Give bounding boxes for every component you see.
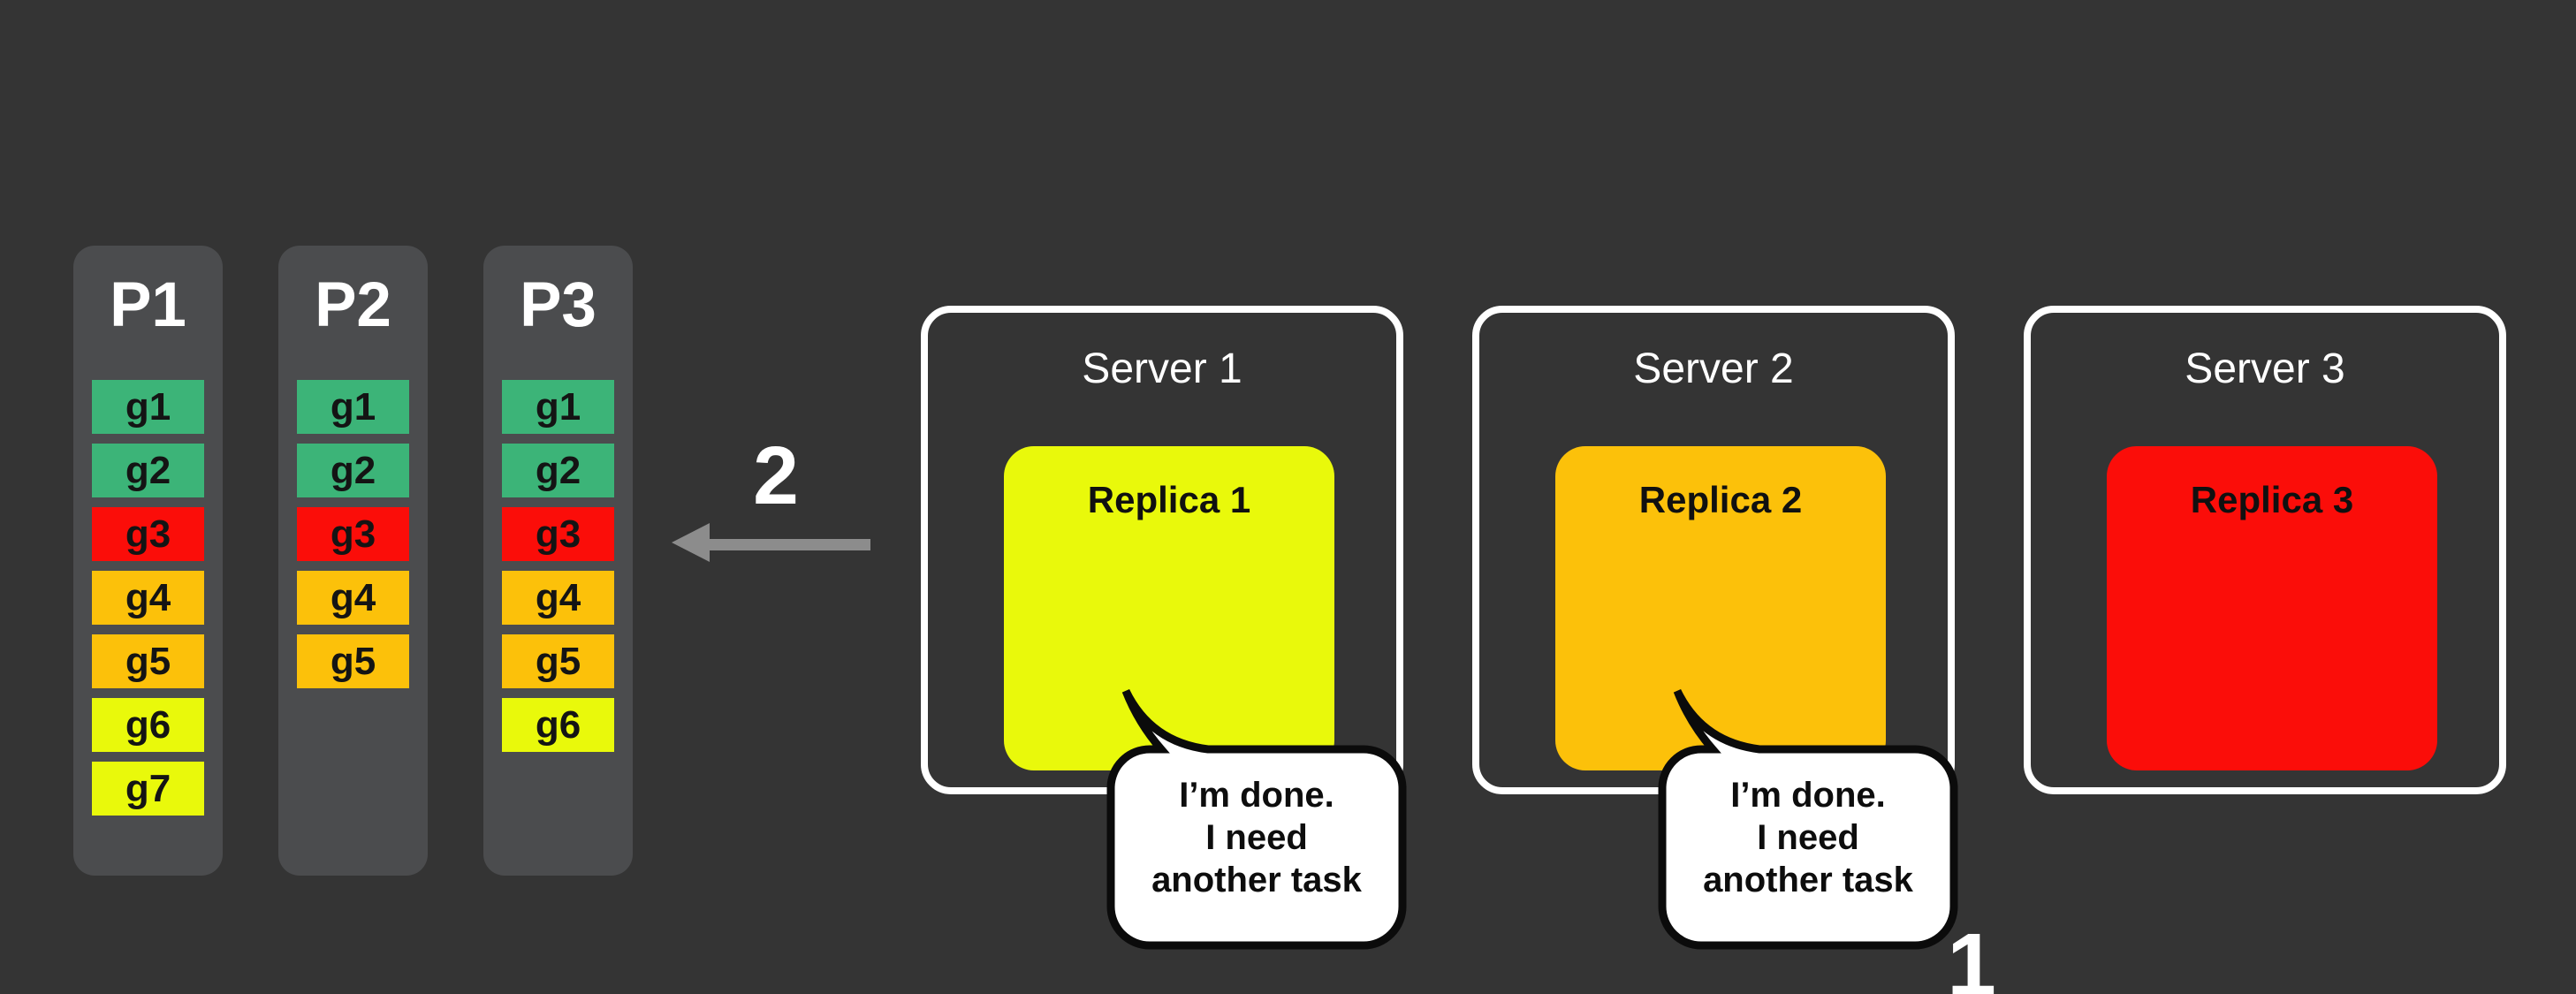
queue-column-p2: P2 g1 g2 g3 g4 g5 (278, 246, 428, 876)
server-title: Server 3 (2185, 345, 2345, 392)
queue-title: P2 (315, 270, 391, 340)
task-box-p2-g2: g2 (297, 444, 409, 497)
speech-text-line: another task (1151, 861, 1362, 899)
speech-bubble-1 (1106, 689, 1407, 950)
step-2-label: 2 (753, 429, 799, 521)
task-box-p1-g4: g4 (92, 571, 204, 625)
task-box-p1-g5: g5 (92, 634, 204, 688)
task-box-p3-g4: g4 (502, 571, 614, 625)
step-1-label: 1 (1947, 915, 1996, 994)
speech-bubble-text: I’m done.I need another task (1115, 774, 1398, 901)
replica-label: Replica 1 (1087, 479, 1251, 520)
replica-box-3: Replica 3 (2107, 446, 2437, 770)
speech-text-line: another task (1703, 861, 1913, 899)
task-box-p1-g1: g1 (92, 380, 204, 434)
task-box-p3-g1: g1 (502, 380, 614, 434)
queue-column-p1: P1 g1 g2 g3 g4 g5 g6 g7 (73, 246, 223, 876)
speech-bubble-2 (1658, 689, 1958, 950)
server-title: Server 1 (1082, 345, 1242, 392)
task-box-p3-g2: g2 (502, 444, 614, 497)
speech-text-line: I’m done. (1179, 776, 1334, 815)
speech-text-line: I need (1757, 818, 1859, 857)
replica-box-1: Replica 1 (1004, 446, 1334, 770)
queue-title: P3 (520, 270, 597, 340)
speech-text-line: I need (1205, 818, 1308, 857)
left-arrow-line (705, 539, 870, 550)
server-box-2: Server 2 Replica 2 (1472, 306, 1955, 794)
task-box-p2-g3: g3 (297, 507, 409, 561)
replica-label: Replica 2 (1638, 479, 1803, 520)
speech-bubble-text: I’m done.I need another task (1667, 774, 1949, 901)
task-box-p1-g3: g3 (92, 507, 204, 561)
task-box-p1-g6: g6 (92, 698, 204, 752)
speech-bubble-shape (1106, 689, 1407, 950)
replica-label: Replica 3 (2190, 479, 2354, 520)
task-box-p2-g1: g1 (297, 380, 409, 434)
task-box-p3-g3: g3 (502, 507, 614, 561)
replica-box-2: Replica 2 (1555, 446, 1886, 770)
task-box-p3-g6: g6 (502, 698, 614, 752)
speech-bubble-shape (1658, 689, 1958, 950)
queue-column-p3: P3 g1 g2 g3 g4 g5 g6 (483, 246, 633, 876)
queue-title: P1 (110, 270, 186, 340)
left-arrow-head-icon (672, 523, 710, 562)
server-title: Server 2 (1633, 345, 1794, 392)
speech-text-line: I’m done. (1730, 776, 1886, 815)
server-box-3: Server 3 Replica 3 (2024, 306, 2506, 794)
task-box-p1-g7: g7 (92, 762, 204, 816)
task-box-p2-g5: g5 (297, 634, 409, 688)
task-box-p1-g2: g2 (92, 444, 204, 497)
task-box-p3-g5: g5 (502, 634, 614, 688)
task-box-p2-g4: g4 (297, 571, 409, 625)
